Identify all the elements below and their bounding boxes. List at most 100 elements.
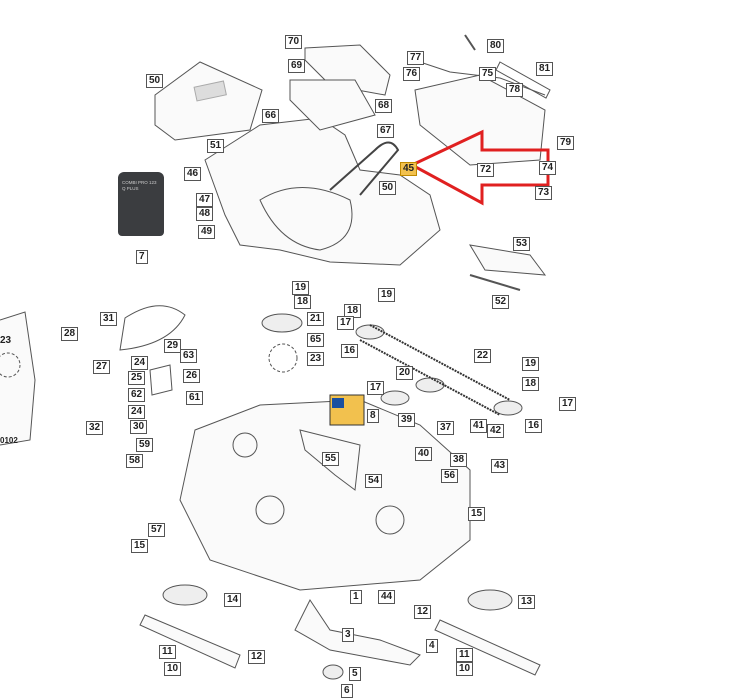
part-label-80[interactable]: 80	[487, 39, 505, 53]
part-label-81[interactable]: 81	[536, 62, 554, 76]
part-label-54[interactable]: 54	[365, 474, 383, 488]
part-label-42[interactable]: 42	[487, 424, 505, 438]
handle-loop	[329, 141, 400, 196]
part-label-79[interactable]: 79	[557, 136, 575, 150]
part-label-41[interactable]: 41	[470, 419, 488, 433]
part-label-28[interactable]: 28	[61, 327, 79, 341]
part-label-56[interactable]: 56	[441, 469, 459, 483]
part-label-19[interactable]: 19	[378, 288, 396, 302]
hood-part	[154, 61, 263, 141]
part-label-50[interactable]: 50	[146, 74, 164, 88]
part-label-68[interactable]: 68	[375, 99, 393, 113]
part-label-13[interactable]: 13	[518, 595, 536, 609]
part-label-10[interactable]: 10	[456, 662, 474, 676]
frame-54	[299, 429, 361, 491]
part-label-19[interactable]: 19	[522, 357, 540, 371]
part-label-19[interactable]: 19	[292, 281, 310, 295]
part-label-12[interactable]: 12	[414, 605, 432, 619]
part-label-45[interactable]: 45	[400, 162, 418, 176]
part-label-29[interactable]: 29	[164, 339, 182, 353]
part-label-18[interactable]: 18	[522, 377, 540, 391]
part-label-27[interactable]: 27	[93, 360, 111, 374]
part-label-48[interactable]: 48	[196, 207, 214, 221]
part-label-17[interactable]: 17	[559, 397, 577, 411]
part-label-23[interactable]: 23	[307, 352, 325, 366]
part-label-55[interactable]: 55	[322, 452, 340, 466]
part-label-6[interactable]: 6	[341, 684, 353, 698]
part-label-63[interactable]: 63	[180, 349, 198, 363]
part-label-5[interactable]: 5	[349, 667, 361, 681]
part-label-12[interactable]: 12	[248, 650, 266, 664]
part-label-70[interactable]: 70	[285, 35, 303, 49]
part-label-21[interactable]: 21	[307, 312, 325, 326]
part-label-10[interactable]: 10	[164, 662, 182, 676]
part-label-24[interactable]: 24	[128, 405, 146, 419]
part-label-4[interactable]: 4	[426, 639, 438, 653]
part-label-17[interactable]: 17	[337, 316, 355, 330]
part-label-74[interactable]: 74	[539, 161, 557, 175]
part-label-72[interactable]: 72	[477, 163, 495, 177]
part-label-77[interactable]: 77	[407, 51, 425, 65]
part-label-1[interactable]: 1	[350, 590, 362, 604]
blade-left	[139, 614, 241, 669]
part-label-23: 23	[0, 335, 12, 346]
part-label-59[interactable]: 59	[136, 438, 154, 452]
part-label-30[interactable]: 30	[130, 420, 148, 434]
wheel-5	[322, 664, 344, 680]
part-label-57[interactable]: 57	[148, 523, 166, 537]
part-label-76[interactable]: 76	[403, 67, 421, 81]
manual-icon	[332, 398, 344, 408]
sprocket-left	[0, 352, 21, 378]
part-label-8[interactable]: 8	[367, 409, 379, 423]
lever-3	[294, 599, 421, 666]
part-label-31[interactable]: 31	[100, 312, 118, 326]
part-label-51[interactable]: 51	[207, 139, 225, 153]
part-label-11[interactable]: 11	[456, 648, 473, 662]
part-label-62[interactable]: 62	[128, 388, 146, 402]
part-label-37[interactable]: 37	[437, 421, 455, 435]
part-label-65[interactable]: 65	[307, 333, 325, 347]
part-label-3[interactable]: 3	[342, 628, 354, 642]
part-label-44[interactable]: 44	[378, 590, 396, 604]
part-label-49[interactable]: 49	[198, 225, 216, 239]
part-label-32[interactable]: 32	[86, 421, 104, 435]
part-label-78[interactable]: 78	[506, 83, 524, 97]
part-label-26[interactable]: 26	[183, 369, 201, 383]
part-label-40[interactable]: 40	[415, 447, 433, 461]
part-label-75[interactable]: 75	[479, 67, 497, 81]
part-label-47[interactable]: 47	[196, 193, 214, 207]
part-label-38[interactable]: 38	[450, 453, 468, 467]
part-label-17[interactable]: 17	[367, 381, 385, 395]
part-label-61[interactable]: 61	[186, 391, 204, 405]
part-label-15[interactable]: 15	[468, 507, 486, 521]
part-label-58[interactable]: 58	[126, 454, 144, 468]
part-label-25[interactable]: 25	[128, 371, 146, 385]
part-label-15[interactable]: 15	[131, 539, 149, 553]
pulley-17b	[380, 390, 410, 406]
mower-deck	[179, 399, 471, 591]
part-label-24[interactable]: 24	[131, 356, 149, 370]
part-label-20[interactable]: 20	[396, 366, 414, 380]
part-label-69[interactable]: 69	[288, 59, 306, 73]
part-label-52[interactable]: 52	[492, 295, 510, 309]
part-label-43[interactable]: 43	[491, 459, 509, 473]
part-label-14[interactable]: 14	[224, 593, 242, 607]
chute-seat	[259, 187, 353, 251]
part-label-53[interactable]: 53	[513, 237, 531, 251]
pulley-17c	[493, 400, 523, 416]
part-label-18[interactable]: 18	[294, 295, 312, 309]
part-label-16[interactable]: 16	[341, 344, 359, 358]
part-label-50[interactable]: 50	[379, 181, 397, 195]
part-label-16[interactable]: 16	[525, 419, 543, 433]
part-label-7[interactable]: 7	[136, 250, 148, 264]
part-label-67[interactable]: 67	[377, 124, 395, 138]
part-label-11[interactable]: 11	[159, 645, 176, 659]
part-label-66[interactable]: 66	[262, 109, 280, 123]
part-label-22[interactable]: 22	[474, 349, 492, 363]
part-label-73[interactable]: 73	[535, 186, 553, 200]
sprocket-23	[268, 343, 298, 373]
part-label-39[interactable]: 39	[398, 413, 416, 427]
part-label-46[interactable]: 46	[184, 167, 202, 181]
